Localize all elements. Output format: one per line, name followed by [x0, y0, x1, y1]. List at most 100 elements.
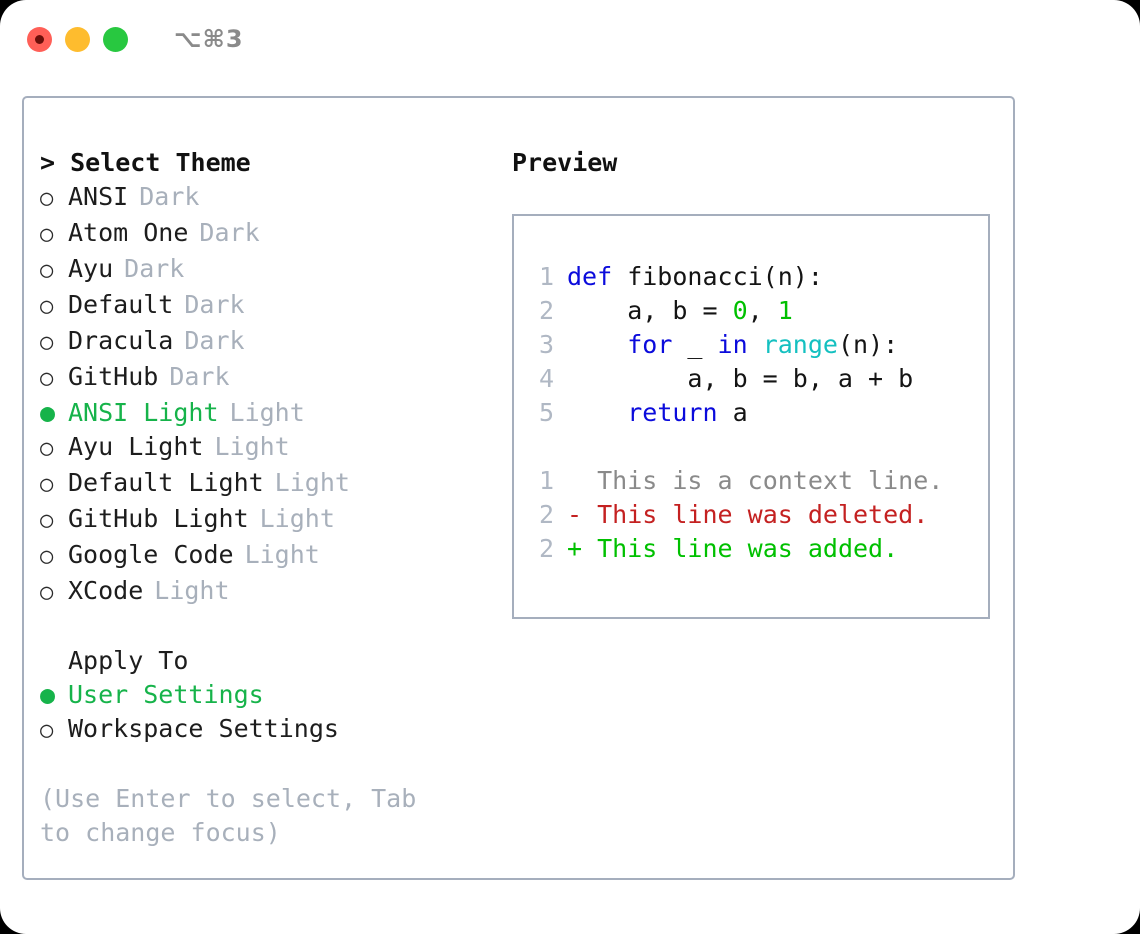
code-line-number: 3 — [538, 330, 554, 359]
code-line-number: 5 — [538, 398, 554, 427]
theme-variant-badge: Dark — [169, 362, 230, 391]
hint-spacer — [40, 748, 502, 782]
code-line: 2 a, b = 0, 1 — [514, 294, 988, 328]
list-spacer — [40, 610, 502, 644]
code-line: 5 return a — [514, 396, 988, 430]
diff-line-number: 2 — [538, 500, 554, 529]
radio-selected-icon[interactable]: ● — [40, 398, 56, 427]
radio-unselected-icon[interactable]: ○ — [40, 436, 54, 461]
radio-unselected-icon[interactable]: ○ — [40, 366, 54, 391]
code-token-kw: def — [567, 262, 613, 291]
theme-option[interactable]: ○ Dracula Dark — [40, 324, 502, 360]
code-line-text: def fibonacci(n): — [567, 260, 823, 294]
code-token-fn: range — [762, 330, 838, 359]
radio-unselected-icon[interactable]: ○ — [40, 222, 54, 247]
theme-option-label: Ayu — [68, 254, 114, 283]
theme-option-label: ANSI — [68, 182, 129, 211]
code-line-text: return a — [567, 396, 748, 430]
theme-option-label: Ayu Light — [68, 432, 204, 461]
code-token-kw: return — [627, 398, 718, 427]
theme-option[interactable]: ○ Default Dark — [40, 288, 502, 324]
diff-marker — [567, 464, 582, 498]
theme-option-label: Dracula — [68, 326, 174, 355]
code-line-number: 4 — [538, 364, 554, 393]
radio-unselected-icon[interactable]: ○ — [40, 258, 54, 283]
minimize-button[interactable] — [65, 26, 90, 52]
code-token-plain: a, b = b, a + b — [567, 364, 914, 393]
code-token-plain: _ — [672, 330, 718, 359]
apply-to-option-label: Workspace Settings — [68, 714, 339, 743]
diff-gap-space — [582, 464, 597, 498]
traffic-lights — [27, 26, 128, 52]
radio-unselected-icon[interactable]: ○ — [40, 330, 54, 355]
radio-unselected-icon[interactable]: ○ — [40, 718, 54, 743]
diff-line-number: 1 — [538, 466, 554, 495]
code-line-text: a, b = b, a + b — [567, 362, 913, 396]
radio-unselected-icon[interactable]: ○ — [40, 544, 54, 569]
code-token-plain — [748, 330, 763, 359]
theme-option[interactable]: ○ Ayu Dark — [40, 252, 502, 288]
theme-option-label: Default — [68, 290, 174, 319]
radio-unselected-icon[interactable]: ○ — [40, 186, 54, 211]
code-line-text: for _ in range(n): — [567, 328, 898, 362]
theme-option-label: GitHub — [68, 362, 159, 391]
diff-line: 1 This is a context line. — [514, 464, 988, 498]
theme-option[interactable]: ○ Google Code Light — [40, 538, 502, 574]
theme-variant-badge: Dark — [124, 254, 185, 283]
keyboard-hint: (Use Enter to select, Tab to change focu… — [40, 784, 432, 847]
theme-variant-badge: Dark — [199, 218, 260, 247]
diff-line: 2- This line was deleted. — [514, 498, 988, 532]
theme-option[interactable]: ○ ANSI Dark — [40, 180, 502, 216]
theme-option[interactable]: ○ Ayu Light Light — [40, 430, 502, 466]
theme-variant-badge: Light — [214, 432, 290, 461]
radio-unselected-icon[interactable]: ○ — [40, 294, 54, 319]
code-token-kw: for — [627, 330, 673, 359]
code-token-num: 1 — [777, 296, 793, 325]
code-token-plain — [567, 398, 627, 427]
apply-to-option[interactable]: ○ Workspace Settings — [40, 712, 502, 748]
theme-variant-badge: Dark — [184, 326, 245, 355]
theme-variant-badge: Light — [259, 504, 335, 533]
theme-option-label: GitHub Light — [68, 504, 249, 533]
theme-variant-badge: Light — [229, 398, 305, 427]
theme-variant-badge: Dark — [139, 182, 200, 211]
diff-line-text: This is a context line. — [597, 466, 944, 495]
theme-option-label: Google Code — [68, 540, 234, 569]
theme-variant-badge: Light — [244, 540, 320, 569]
apply-to-option-label: User Settings — [68, 680, 264, 709]
theme-variant-badge: Light — [154, 576, 230, 605]
code-token-num: 0 — [732, 296, 748, 325]
radio-unselected-icon[interactable]: ○ — [40, 472, 54, 497]
code-token-plain: a — [717, 398, 748, 427]
maximize-button[interactable] — [103, 26, 128, 52]
diff-marker: - — [567, 500, 583, 529]
diff-gap-space — [582, 532, 597, 566]
code-line: 1 def fibonacci(n): — [514, 260, 988, 294]
code-line: 3 for _ in range(n): — [514, 328, 988, 362]
diff-spacer — [514, 430, 988, 464]
theme-option[interactable]: ○ GitHub Dark — [40, 360, 502, 396]
radio-selected-icon[interactable]: ● — [40, 680, 56, 709]
radio-unselected-icon[interactable]: ○ — [40, 508, 54, 533]
radio-unselected-icon[interactable]: ○ — [40, 580, 54, 605]
diff-gap-space — [582, 498, 597, 532]
apply-to-heading: Apply To — [68, 646, 189, 675]
apply-to-list: ● User Settings ○ Workspace Settings — [40, 678, 502, 748]
code-line-number: 2 — [538, 296, 554, 325]
apply-to-option[interactable]: ● User Settings — [40, 678, 502, 712]
code-line-number: 1 — [538, 262, 554, 291]
diff-marker: + — [567, 534, 583, 563]
close-button[interactable] — [27, 26, 52, 52]
theme-variant-badge: Dark — [184, 290, 245, 319]
theme-option[interactable]: ○ GitHub Light Light — [40, 502, 502, 538]
